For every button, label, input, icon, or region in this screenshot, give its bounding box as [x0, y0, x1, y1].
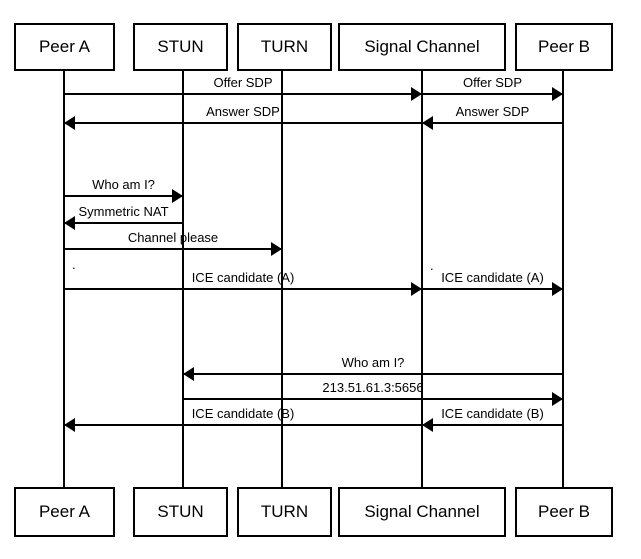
- message-line: [422, 288, 563, 290]
- message-line: [422, 93, 563, 95]
- arrowhead-right-icon: [271, 242, 282, 256]
- dot-artifact: .: [72, 257, 76, 272]
- actor-label-turn-top: TURN: [260, 37, 309, 56]
- actor-label-turn-bottom: TURN: [260, 502, 309, 521]
- message-label: ICE candidate (B): [191, 406, 295, 421]
- actor-label-signal-channel-top: Signal Channel: [364, 37, 480, 56]
- message-line: [64, 122, 422, 124]
- dot-artifact: .: [430, 258, 434, 273]
- message-line: [64, 248, 282, 250]
- message-label: Symmetric NAT: [78, 204, 169, 219]
- arrowhead-right-icon: [411, 282, 422, 296]
- actor-label-peer-a-bottom: Peer A: [38, 502, 91, 521]
- arrowhead-right-icon: [411, 87, 422, 101]
- actor-box-stun-top: STUN: [133, 23, 228, 71]
- arrowhead-left-icon: [64, 216, 75, 230]
- actor-label-peer-b-bottom: Peer B: [538, 502, 590, 521]
- actor-label-peer-b-top: Peer B: [538, 37, 590, 56]
- message-label: Offer SDP: [213, 75, 273, 90]
- actor-box-turn-top: TURN: [237, 23, 332, 71]
- actor-box-peer-a-bottom: Peer A: [14, 487, 115, 537]
- arrowhead-right-icon: [552, 392, 563, 406]
- message-label: Who am I?: [92, 177, 155, 192]
- actor-box-peer-b-bottom: Peer B: [515, 487, 613, 537]
- lifeline-peer-b: [562, 71, 564, 487]
- message-label: Answer SDP: [206, 104, 280, 119]
- actor-box-stun-bottom: STUN: [133, 487, 228, 537]
- arrowhead-left-icon: [422, 116, 433, 130]
- message-line: [64, 222, 183, 224]
- message-label: Answer SDP: [455, 104, 530, 119]
- lifeline-signal-channel: [421, 71, 423, 487]
- message-line: [64, 424, 422, 426]
- actor-label-peer-a-top: Peer A: [38, 37, 91, 56]
- message-label: Offer SDP: [462, 75, 522, 90]
- lifeline-peer-a: [63, 71, 65, 487]
- actor-label-stun-top: STUN: [157, 37, 204, 56]
- message-label: ICE candidate (B): [441, 406, 544, 421]
- actor-box-signal-channel-top: Signal Channel: [338, 23, 506, 71]
- actor-box-turn-bottom: TURN: [237, 487, 332, 537]
- message-line: [422, 122, 563, 124]
- arrowhead-left-icon: [183, 367, 194, 381]
- message-line: [64, 288, 422, 290]
- message-line: [183, 398, 563, 400]
- message-label: Who am I?: [341, 355, 405, 370]
- lifeline-turn: [281, 71, 283, 487]
- arrowhead-left-icon: [64, 418, 75, 432]
- message-line: [64, 195, 183, 197]
- actor-box-peer-b-top: Peer B: [515, 23, 613, 71]
- message-line: [64, 93, 422, 95]
- actor-box-signal-channel-bottom: Signal Channel: [338, 487, 506, 537]
- lifeline-stun: [182, 71, 184, 487]
- arrowhead-left-icon: [422, 418, 433, 432]
- message-line: [422, 424, 563, 426]
- arrowhead-right-icon: [172, 189, 183, 203]
- actor-label-stun-bottom: STUN: [157, 502, 204, 521]
- message-label: 213.51.61.3:5656: [322, 380, 424, 395]
- message-line: [183, 373, 563, 375]
- actor-label-signal-channel-bottom: Signal Channel: [364, 502, 480, 521]
- message-label: ICE candidate (A): [191, 270, 295, 285]
- message-label: Channel please: [127, 230, 219, 245]
- arrowhead-right-icon: [552, 87, 563, 101]
- message-label: ICE candidate (A): [441, 270, 544, 285]
- actor-box-peer-a-top: Peer A: [14, 23, 115, 71]
- arrowhead-left-icon: [64, 116, 75, 130]
- arrowhead-right-icon: [552, 282, 563, 296]
